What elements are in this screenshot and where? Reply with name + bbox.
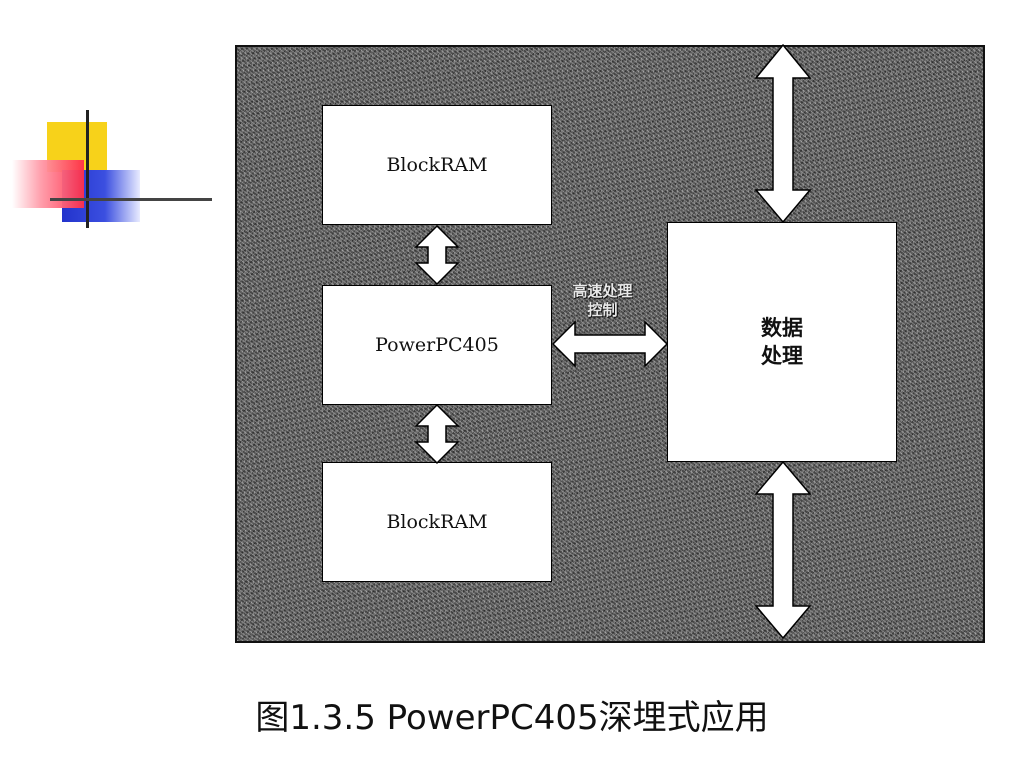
corner-logo <box>0 0 220 240</box>
bus-label-line1: 高速处理 <box>572 282 633 300</box>
powerpc405-block: PowerPC405 <box>322 285 552 405</box>
block-ram-top-label: BlockRAM <box>386 154 488 176</box>
data-processing-label-line2: 处理 <box>761 344 803 368</box>
block-ram-bottom: BlockRAM <box>322 462 552 582</box>
block-ram-bottom-label: BlockRAM <box>386 511 488 533</box>
block-ram-top: BlockRAM <box>322 105 552 225</box>
powerpc405-label: PowerPC405 <box>375 334 499 356</box>
figure-caption: 图1.3.5 PowerPC405深埋式应用 <box>255 698 769 738</box>
logo-vertical-line <box>86 110 89 228</box>
bus-label: 高速处理 控制 <box>555 282 650 320</box>
data-processing-label-line1: 数据 <box>761 316 803 340</box>
bus-label-line2: 控制 <box>587 301 618 319</box>
logo-horizontal-line <box>50 198 212 201</box>
data-processing-block: 数据 处理 <box>667 222 897 462</box>
